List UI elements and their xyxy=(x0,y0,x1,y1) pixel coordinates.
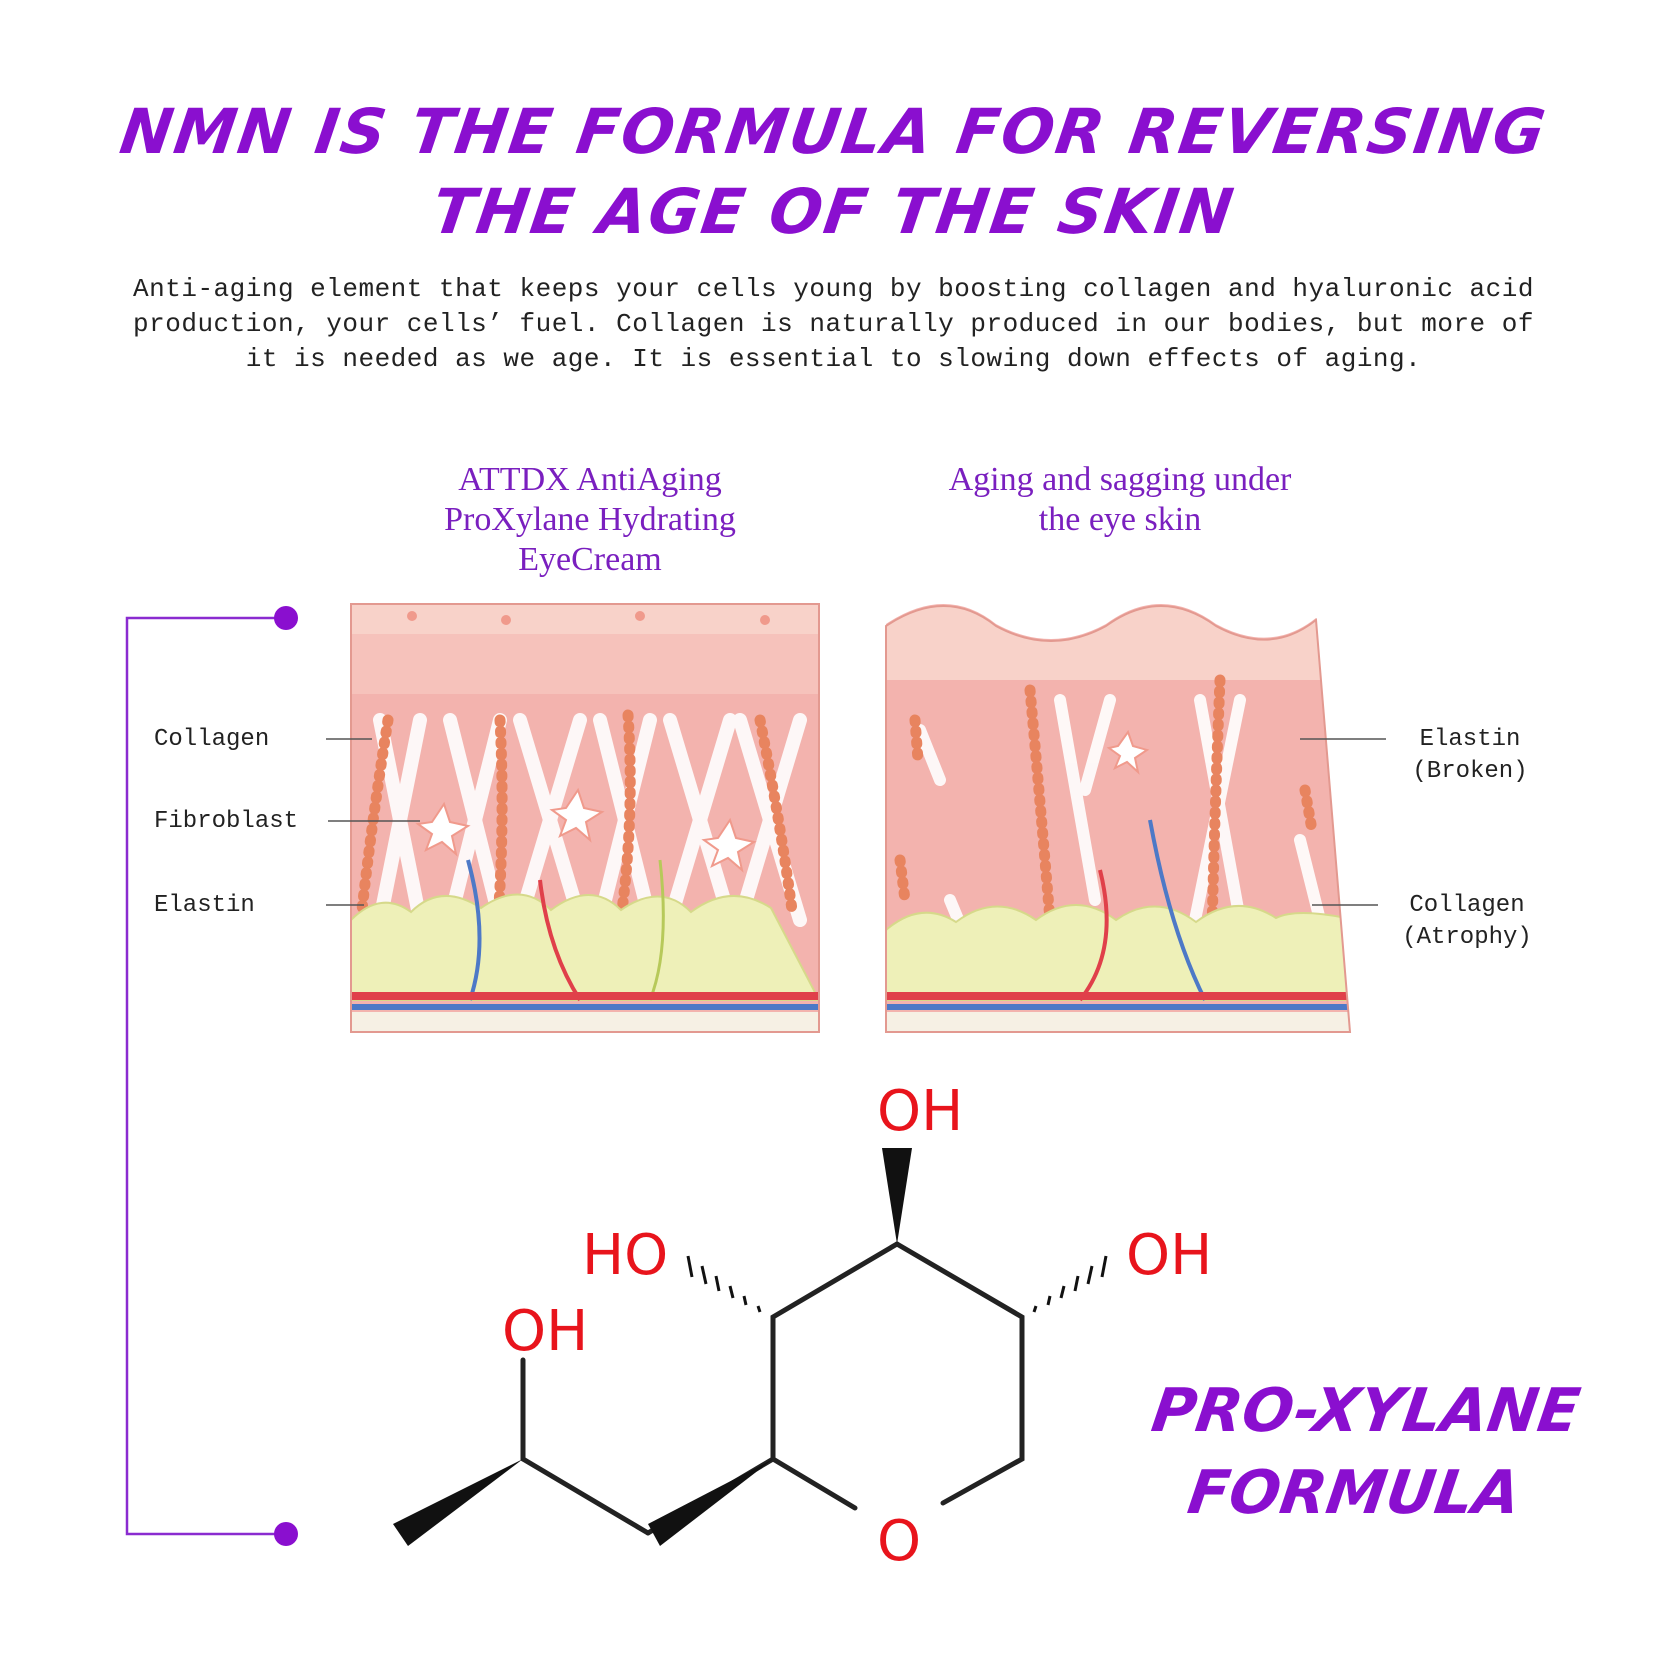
formula-title-line-1: PRO-XYLANE xyxy=(1147,1376,1585,1446)
label-elastin-broken: Elastin (Broken) xyxy=(1412,726,1528,785)
healthy-skin-illustration xyxy=(350,603,820,1033)
hashed-bonds xyxy=(686,1255,1108,1313)
wedge-bond-lower xyxy=(648,1459,773,1546)
label-collagen-atrophy: Collagen (Atrophy) xyxy=(1402,892,1532,951)
formula-title: PRO-XYLANE FORMULA xyxy=(1088,1370,1631,1534)
atom-oh-top: OH xyxy=(877,1079,963,1144)
bracket-connector xyxy=(125,606,298,1546)
formula-title-line-2: FORMULA xyxy=(1183,1458,1525,1528)
caption-aging-skin: Aging and sagging under the eye skin xyxy=(948,461,1292,538)
atom-oh-side: OH xyxy=(502,1299,588,1364)
aging-skin-illustration xyxy=(885,604,1352,1033)
wedge-bond-methyl xyxy=(393,1459,523,1546)
wedge-bond-top xyxy=(882,1148,912,1244)
atom-o-ring: O xyxy=(877,1509,921,1574)
label-collagen: Collagen xyxy=(154,726,270,753)
atom-oh-right: OH xyxy=(1126,1223,1212,1288)
bracket-dot-top xyxy=(274,606,298,630)
label-fibroblast: Fibroblast xyxy=(154,808,299,835)
intro-paragraph: Anti-aging element that keeps your cells… xyxy=(133,274,1534,374)
label-elastin: Elastin xyxy=(154,892,255,919)
caption-healthy-skin: ATTDX AntiAging ProXylane Hydrating EyeC… xyxy=(444,461,736,578)
atom-ho-left: HO xyxy=(582,1223,668,1288)
bracket-dot-bottom xyxy=(274,1522,298,1546)
label-leader-lines xyxy=(326,738,1386,906)
